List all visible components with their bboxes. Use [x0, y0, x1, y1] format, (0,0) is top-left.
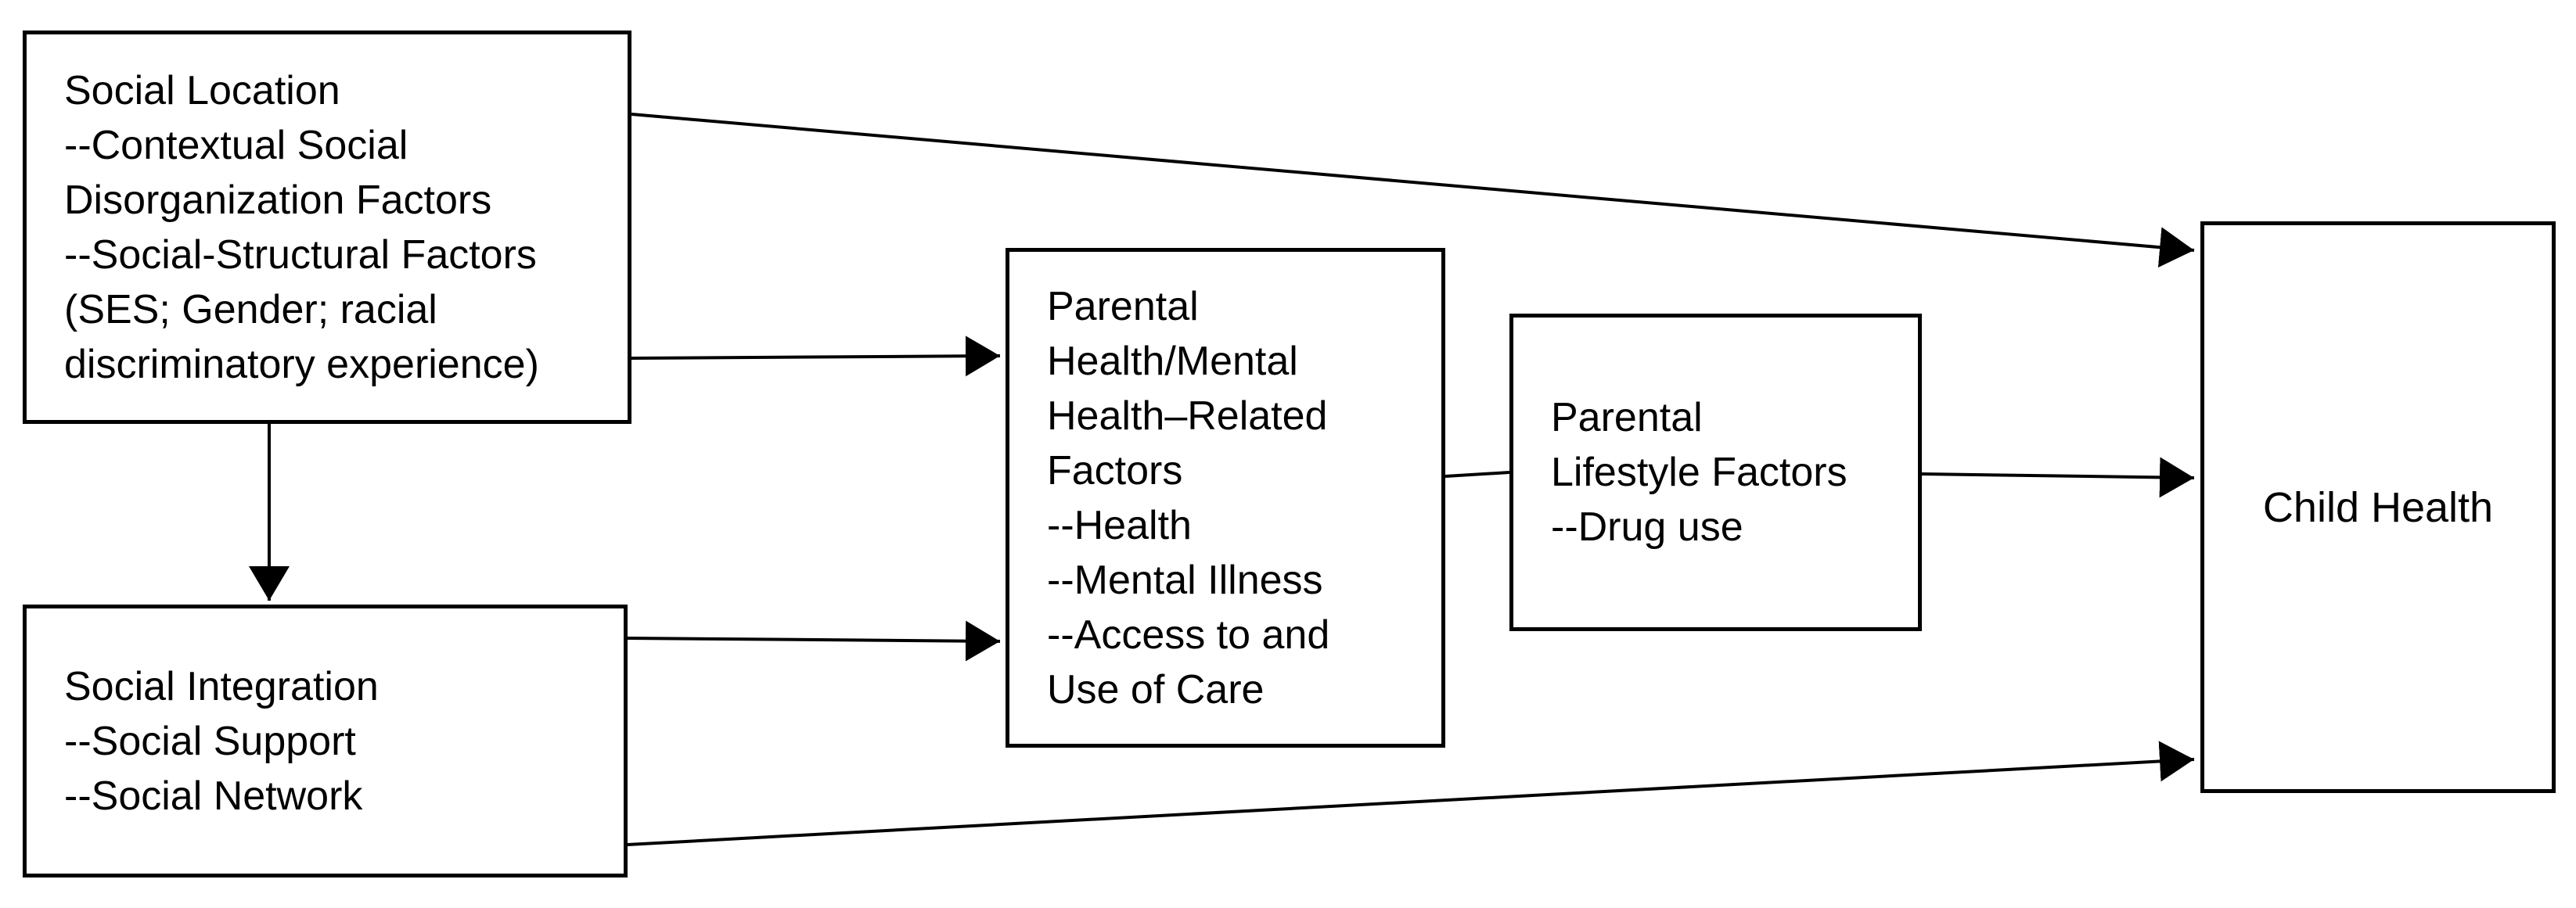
edge-social-integration-to-parental-health	[627, 620, 1001, 662]
node-child-health-label: Child Health	[2262, 483, 2494, 531]
node-social-integration: Social Integration --Social Support --So…	[23, 605, 628, 877]
edge-social-location-to-parental-health	[631, 336, 1001, 377]
node-parental-health-label: Parental Health/Mental Health–Related Fa…	[1047, 283, 1330, 712]
node-social-integration-label: Social Integration --Social Support --So…	[64, 663, 379, 819]
node-parental-lifestyle-label: Parental Lifestyle Factors --Drug use	[1551, 395, 1847, 550]
node-parental-health: Parental Health/Mental Health–Related Fa…	[1006, 248, 1445, 748]
edge-parental-lifestyle-to-child-health	[1921, 457, 2195, 498]
edge-social-location-to-child-health	[631, 113, 2195, 268]
node-parental-lifestyle: Parental Lifestyle Factors --Drug use	[1509, 314, 1922, 631]
edge-social-integration-to-child-health	[627, 741, 2195, 846]
node-social-location: Social Location --Contextual Social Diso…	[23, 31, 631, 424]
node-social-location-label: Social Location --Contextual Social Diso…	[64, 67, 539, 387]
edge-parental-health-to-parental-lifestyle	[1445, 471, 1510, 478]
node-child-health: Child Health	[2200, 221, 2556, 793]
